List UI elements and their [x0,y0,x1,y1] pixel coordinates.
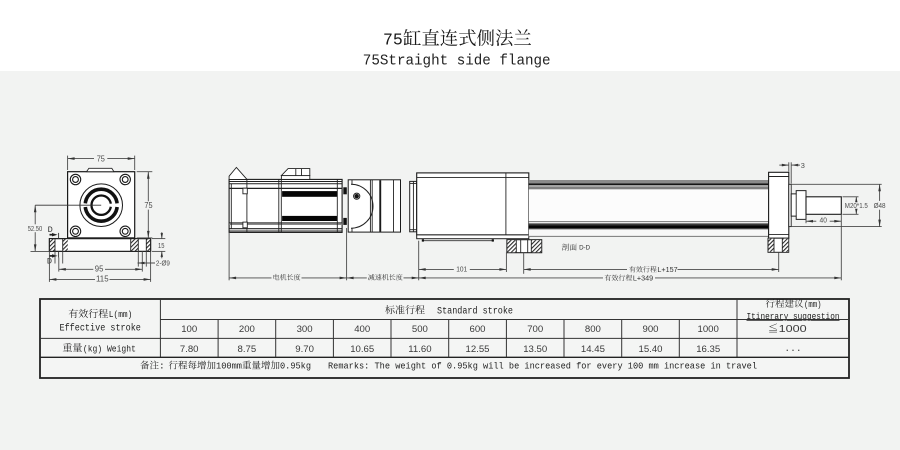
svg-text:D-D: D-D [579,245,591,252]
svg-text:Remarks: The weight of 0.95kg: Remarks: The weight of 0.95kg will be in… [328,361,757,372]
svg-text:1000: 1000 [698,324,719,335]
svg-text:101: 101 [456,265,467,274]
svg-text:15: 15 [158,241,164,250]
svg-text:15.40: 15.40 [638,344,662,355]
svg-text:95: 95 [95,265,104,274]
svg-text:L(mm): L(mm) [109,309,133,320]
svg-text:12.55: 12.55 [465,344,489,355]
svg-text:16.35: 16.35 [696,344,720,355]
svg-text:100: 100 [181,324,197,335]
svg-text:700: 700 [527,324,543,335]
svg-text:52.50: 52.50 [28,224,43,233]
svg-text:2-Ø9: 2-Ø9 [156,259,170,268]
svg-text:75: 75 [97,154,106,163]
svg-text:1000: 1000 [779,324,808,335]
svg-text:0.95kg: 0.95kg [280,361,311,372]
svg-text:500: 500 [412,324,428,335]
svg-text:75: 75 [383,30,403,49]
svg-text:7.80: 7.80 [180,344,199,355]
svg-text:600: 600 [469,324,485,335]
svg-text:9.70: 9.70 [295,344,314,355]
svg-text:10.65: 10.65 [350,344,374,355]
svg-text:115: 115 [96,275,109,284]
svg-text:200: 200 [239,324,255,335]
svg-text:3: 3 [801,161,805,170]
svg-text:Ø48: Ø48 [874,201,886,210]
svg-text:D: D [48,225,53,235]
svg-text:11.60: 11.60 [408,344,431,355]
svg-text:Itinerary suggestion: Itinerary suggestion [747,311,840,322]
svg-text:100mm: 100mm [216,361,242,372]
svg-text:300: 300 [297,324,313,335]
svg-text:Effective stroke: Effective stroke [60,322,141,333]
svg-text:14.45: 14.45 [581,344,605,355]
svg-text::: : [159,361,170,372]
svg-text:Standard stroke: Standard stroke [437,305,513,316]
svg-text:75Straight side flange: 75Straight side flange [363,53,551,69]
svg-text:M20*1.5: M20*1.5 [845,201,868,210]
svg-text:400: 400 [354,324,370,335]
svg-text:(mm): (mm) [804,299,822,310]
svg-text:13.50: 13.50 [523,344,547,355]
svg-text:...: ... [784,343,801,354]
svg-text:L+157: L+157 [657,265,677,274]
svg-text:L+349: L+349 [633,273,653,282]
svg-text:75: 75 [144,201,153,210]
svg-text:8.75: 8.75 [238,344,257,355]
svg-text:(kg) Weight: (kg) Weight [83,343,136,354]
svg-text:40: 40 [820,216,827,225]
svg-text:900: 900 [642,324,658,335]
svg-text:800: 800 [585,324,601,335]
